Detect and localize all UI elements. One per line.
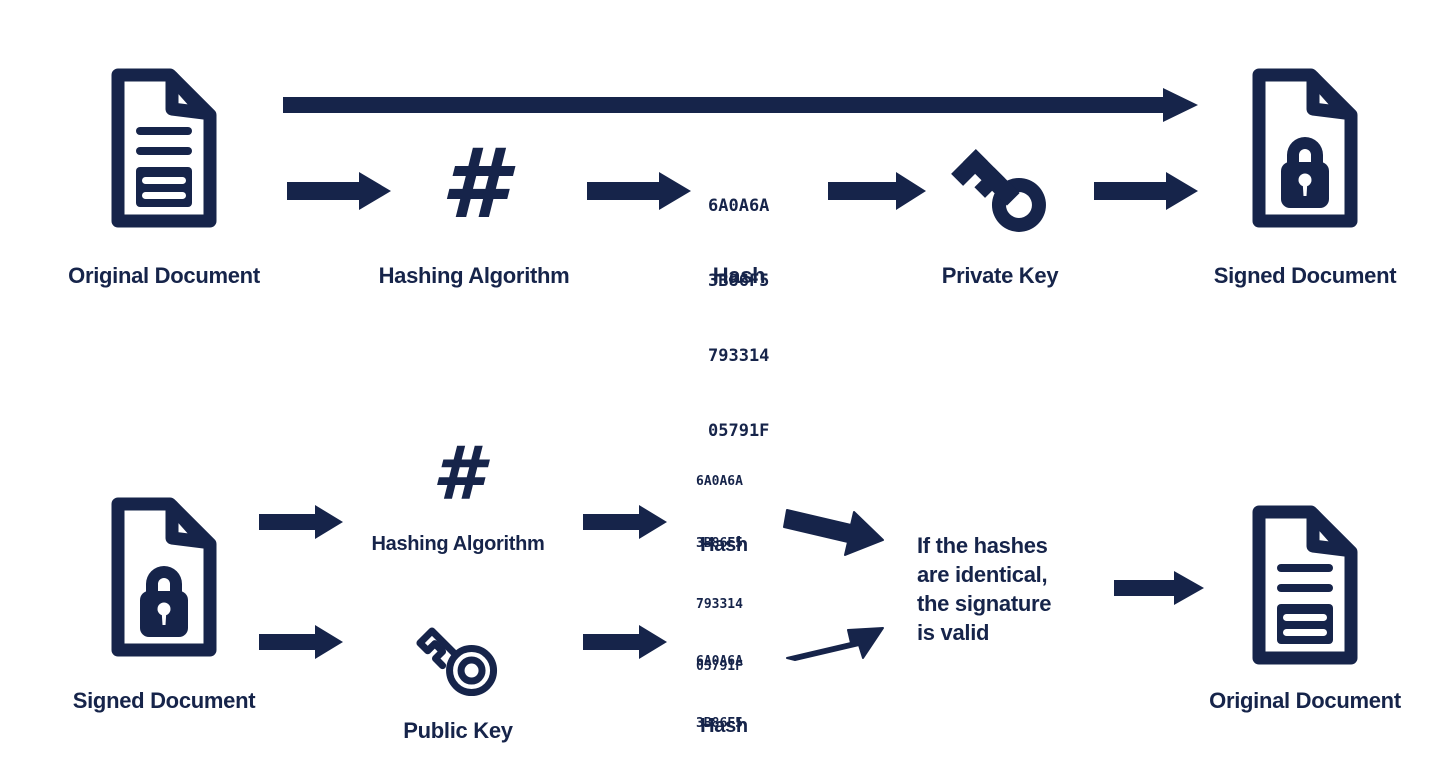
- arrow-right-icon-3: [828, 172, 926, 210]
- arrow-right-icon-9: [1114, 571, 1204, 605]
- arrow-right-icon-7: [583, 505, 667, 539]
- signing-document-label: Original Document: [68, 263, 260, 288]
- hash-line: 05791F: [708, 421, 770, 441]
- verify-hash-value-top: 6A0A6A 3B86F5 793314 05791F: [696, 431, 743, 718]
- hash-line: 6A0A6A: [708, 196, 770, 216]
- hash-line: 793314: [696, 597, 743, 612]
- private-key-label: Private Key: [941, 263, 1059, 288]
- result-line: are identical,: [917, 562, 1048, 587]
- result-line: If the hashes: [917, 533, 1048, 558]
- verify-original-document-label: Original Document: [1209, 688, 1401, 713]
- signed-document-label: Signed Document: [1213, 263, 1397, 288]
- verify-hash-value-bottom: 6A0A6A 3B86F5 793314 05791F: [696, 611, 743, 758]
- hash-symbol-icon: #: [440, 128, 508, 240]
- arrow-diagonal-down-right-icon: [783, 505, 884, 561]
- hash-line: 6A0A6A: [696, 654, 743, 669]
- result-line: is valid: [917, 620, 990, 645]
- long-arrow-right-icon: [283, 88, 1198, 122]
- arrow-right-icon-5: [259, 505, 343, 539]
- hash-line: 05791F: [696, 658, 743, 674]
- document-icon: [106, 63, 222, 233]
- hash-symbol-icon: #: [432, 431, 484, 517]
- public-key-label: Public Key: [403, 718, 513, 743]
- verify-hashing-label: Hashing Algorithm: [371, 533, 545, 555]
- locked-document-icon: [1247, 63, 1363, 233]
- public-key-icon: [406, 614, 506, 697]
- verify-signed-document-label: Signed Document: [72, 688, 256, 713]
- arrow-right-icon-2: [587, 172, 691, 210]
- verify-hash-label-bottom: Hash: [700, 715, 748, 737]
- hash-line: 6A0A6A: [696, 474, 743, 489]
- document-icon: [1247, 500, 1363, 670]
- hash-line: 3B86F5: [708, 271, 770, 291]
- arrow-right-icon-8: [583, 625, 667, 659]
- comparison-result-text: If the hashes are identical, the signatu…: [917, 531, 1052, 647]
- hash-line: 3B86F5: [696, 535, 743, 551]
- hash-line: 3B86F5: [696, 715, 743, 731]
- private-key-icon: [944, 142, 1060, 234]
- arrow-right-icon-6: [259, 625, 343, 659]
- signing-hash-label: Hash: [712, 263, 766, 288]
- arrow-right-icon-1: [287, 172, 391, 210]
- arrow-right-icon-4: [1094, 172, 1198, 210]
- signing-hashing-label: Hashing Algorithm: [378, 263, 570, 288]
- arrow-diagonal-up-right-icon: [786, 608, 884, 664]
- verify-hash-label-top: Hash: [700, 534, 748, 556]
- signing-hash-value: 6A0A6A 3B86F5 793314 05791F: [708, 144, 769, 494]
- hash-line: 793314: [708, 346, 770, 366]
- result-line: the signature: [917, 591, 1052, 616]
- locked-document-icon: [106, 492, 222, 662]
